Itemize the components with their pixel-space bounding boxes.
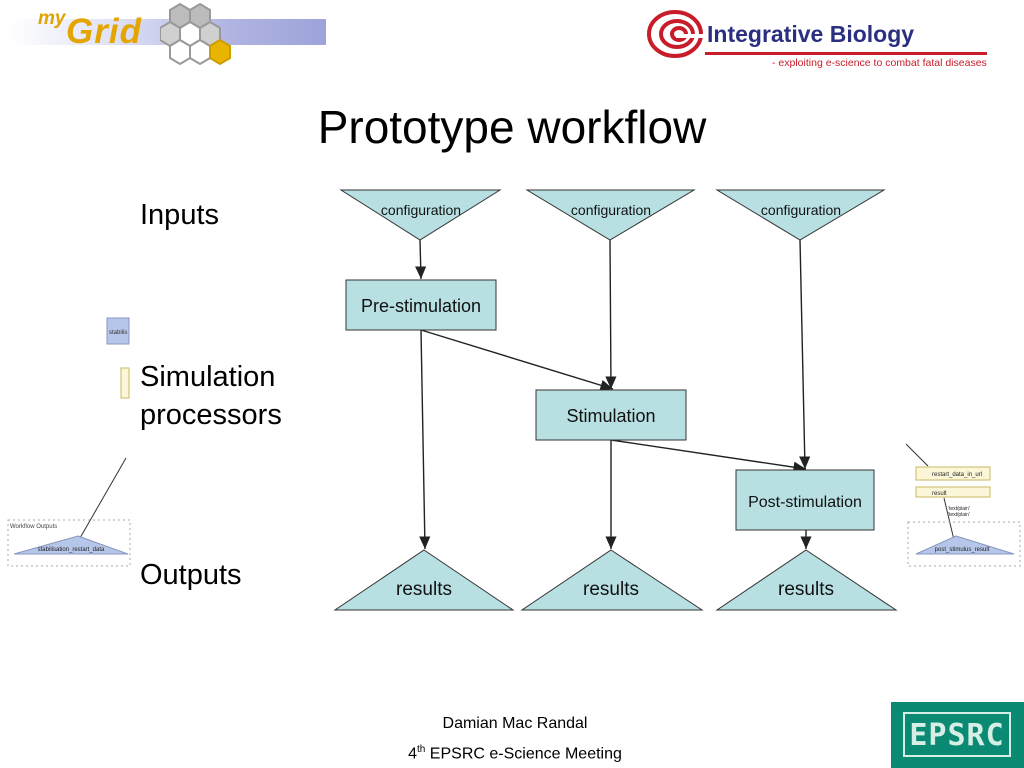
footer-event: 4th EPSRC e-Science Meeting (340, 737, 690, 766)
input-node-1: configuration (339, 189, 502, 241)
row-label-inputs: Inputs (140, 199, 219, 231)
bg-right-output: post_stimulus_result (935, 547, 990, 553)
input-node-2-label: configuration (571, 202, 651, 218)
edge-prestim-stim (420, 329, 614, 391)
input-node-3: configuration (715, 189, 886, 241)
bg-left-output: stabilisation_restart_data (38, 547, 105, 553)
footer-ordinal-suffix: th (417, 744, 426, 755)
epsrc-logo-text: EPSRC (909, 718, 1005, 753)
epsrc-logo: EPSRC (891, 702, 1024, 768)
processor-node-stimulation: Stimulation (535, 389, 687, 441)
mygrid-logo-prefix: my (38, 8, 66, 29)
output-node-3-label: results (778, 579, 834, 600)
row-label-processors: processors (140, 399, 282, 431)
edge-prestim-results1 (419, 329, 431, 550)
input-node-3-label: configuration (761, 202, 841, 218)
footer-ordinal-number: 4 (408, 745, 418, 763)
processor-node-post-stimulation: Post-stimulation (735, 469, 875, 531)
edge-config1-prestim (415, 239, 427, 280)
bg-workflow-left: stabilis Workflow Outputs stabilisation_… (7, 317, 131, 567)
edge-stim-poststim (610, 439, 807, 473)
output-node-1-label: results (396, 579, 452, 600)
bg-left-box-label: stabilis (109, 330, 127, 336)
processor-node-3-label: Post-stimulation (748, 494, 862, 511)
input-node-2: configuration (525, 189, 696, 241)
ib-logo-tagline: - exploiting e-science to combat fatal d… (772, 57, 987, 69)
bg-left-panel-title: Workflow Outputs (10, 524, 57, 530)
mygrid-logo-word: Grid (66, 12, 142, 51)
edge-config2-stim (605, 239, 617, 390)
row-label-outputs: Outputs (140, 559, 242, 591)
bg-right-processor: restart_data_in_url (932, 472, 982, 478)
bg-right-mime-2: 'text/plain' (948, 512, 970, 518)
workflow-edges (415, 239, 812, 550)
slide-title: Prototype workflow (317, 101, 707, 153)
output-node-3: results (715, 549, 898, 611)
bg-workflow-right: restart_data_in_url result 'text/plain' … (906, 443, 1021, 567)
bg-right-port: result (932, 491, 947, 497)
output-node-2: results (520, 549, 704, 611)
output-node-2-label: results (583, 579, 639, 600)
row-label-simulation: Simulation (140, 361, 276, 393)
bg-right-mime-1: 'text/plain' (948, 506, 970, 512)
processor-node-1-label: Pre-stimulation (361, 296, 481, 316)
ib-spiral-icon (647, 10, 704, 58)
mygrid-hex-icon (160, 2, 231, 66)
footer-author: Damian Mac Randal (442, 715, 588, 732)
processor-node-2-label: Stimulation (566, 406, 655, 426)
ib-logo-rule (705, 52, 987, 55)
footer-event-name: EPSRC e-Science Meeting (425, 745, 622, 763)
edge-config3-poststim (799, 239, 811, 470)
input-node-1-label: configuration (381, 202, 461, 218)
ib-logo-name: Integrative Biology (707, 21, 915, 47)
output-node-1: results (333, 549, 515, 611)
processor-node-pre-stimulation: Pre-stimulation (345, 279, 497, 331)
